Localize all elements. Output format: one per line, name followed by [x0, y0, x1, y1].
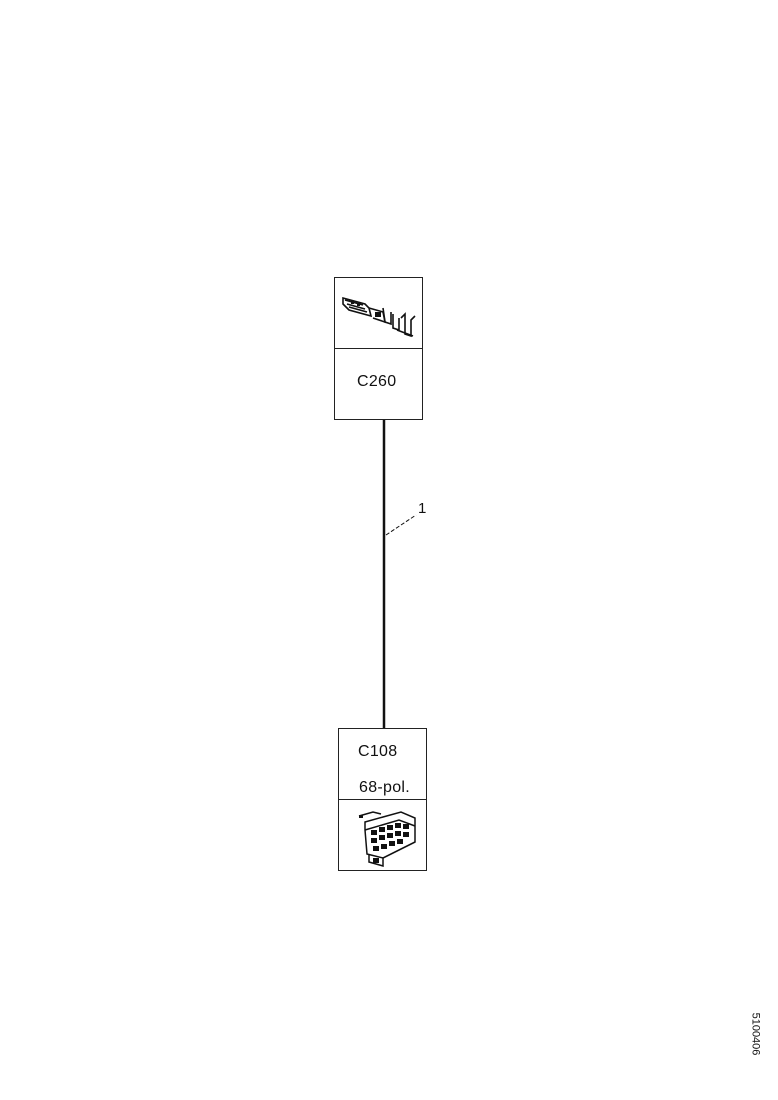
- connector-c260: C260: [334, 277, 423, 420]
- connector-c108-image: [339, 800, 426, 870]
- terminal-pin-icon: [342, 296, 416, 338]
- connector-c260-label-cell: C260: [335, 349, 422, 419]
- drawing-code-stamp: 5100406: [748, 1010, 778, 1060]
- connector-c260-image: [335, 278, 422, 349]
- connector-c260-code: C260: [357, 373, 397, 390]
- connector-c108-label-cell: C108 68-pol.: [339, 729, 426, 800]
- connector-c108-pins: 68-pol.: [359, 779, 411, 796]
- drawing-code: 5100406: [749, 1012, 762, 1056]
- connector-c108-code: C108: [358, 743, 398, 760]
- connector-c108: C108 68-pol.: [338, 728, 427, 871]
- wire-number-label: 1: [418, 500, 427, 517]
- multi-pin-connector-icon: [358, 811, 416, 867]
- wire-leader-line: [385, 514, 417, 536]
